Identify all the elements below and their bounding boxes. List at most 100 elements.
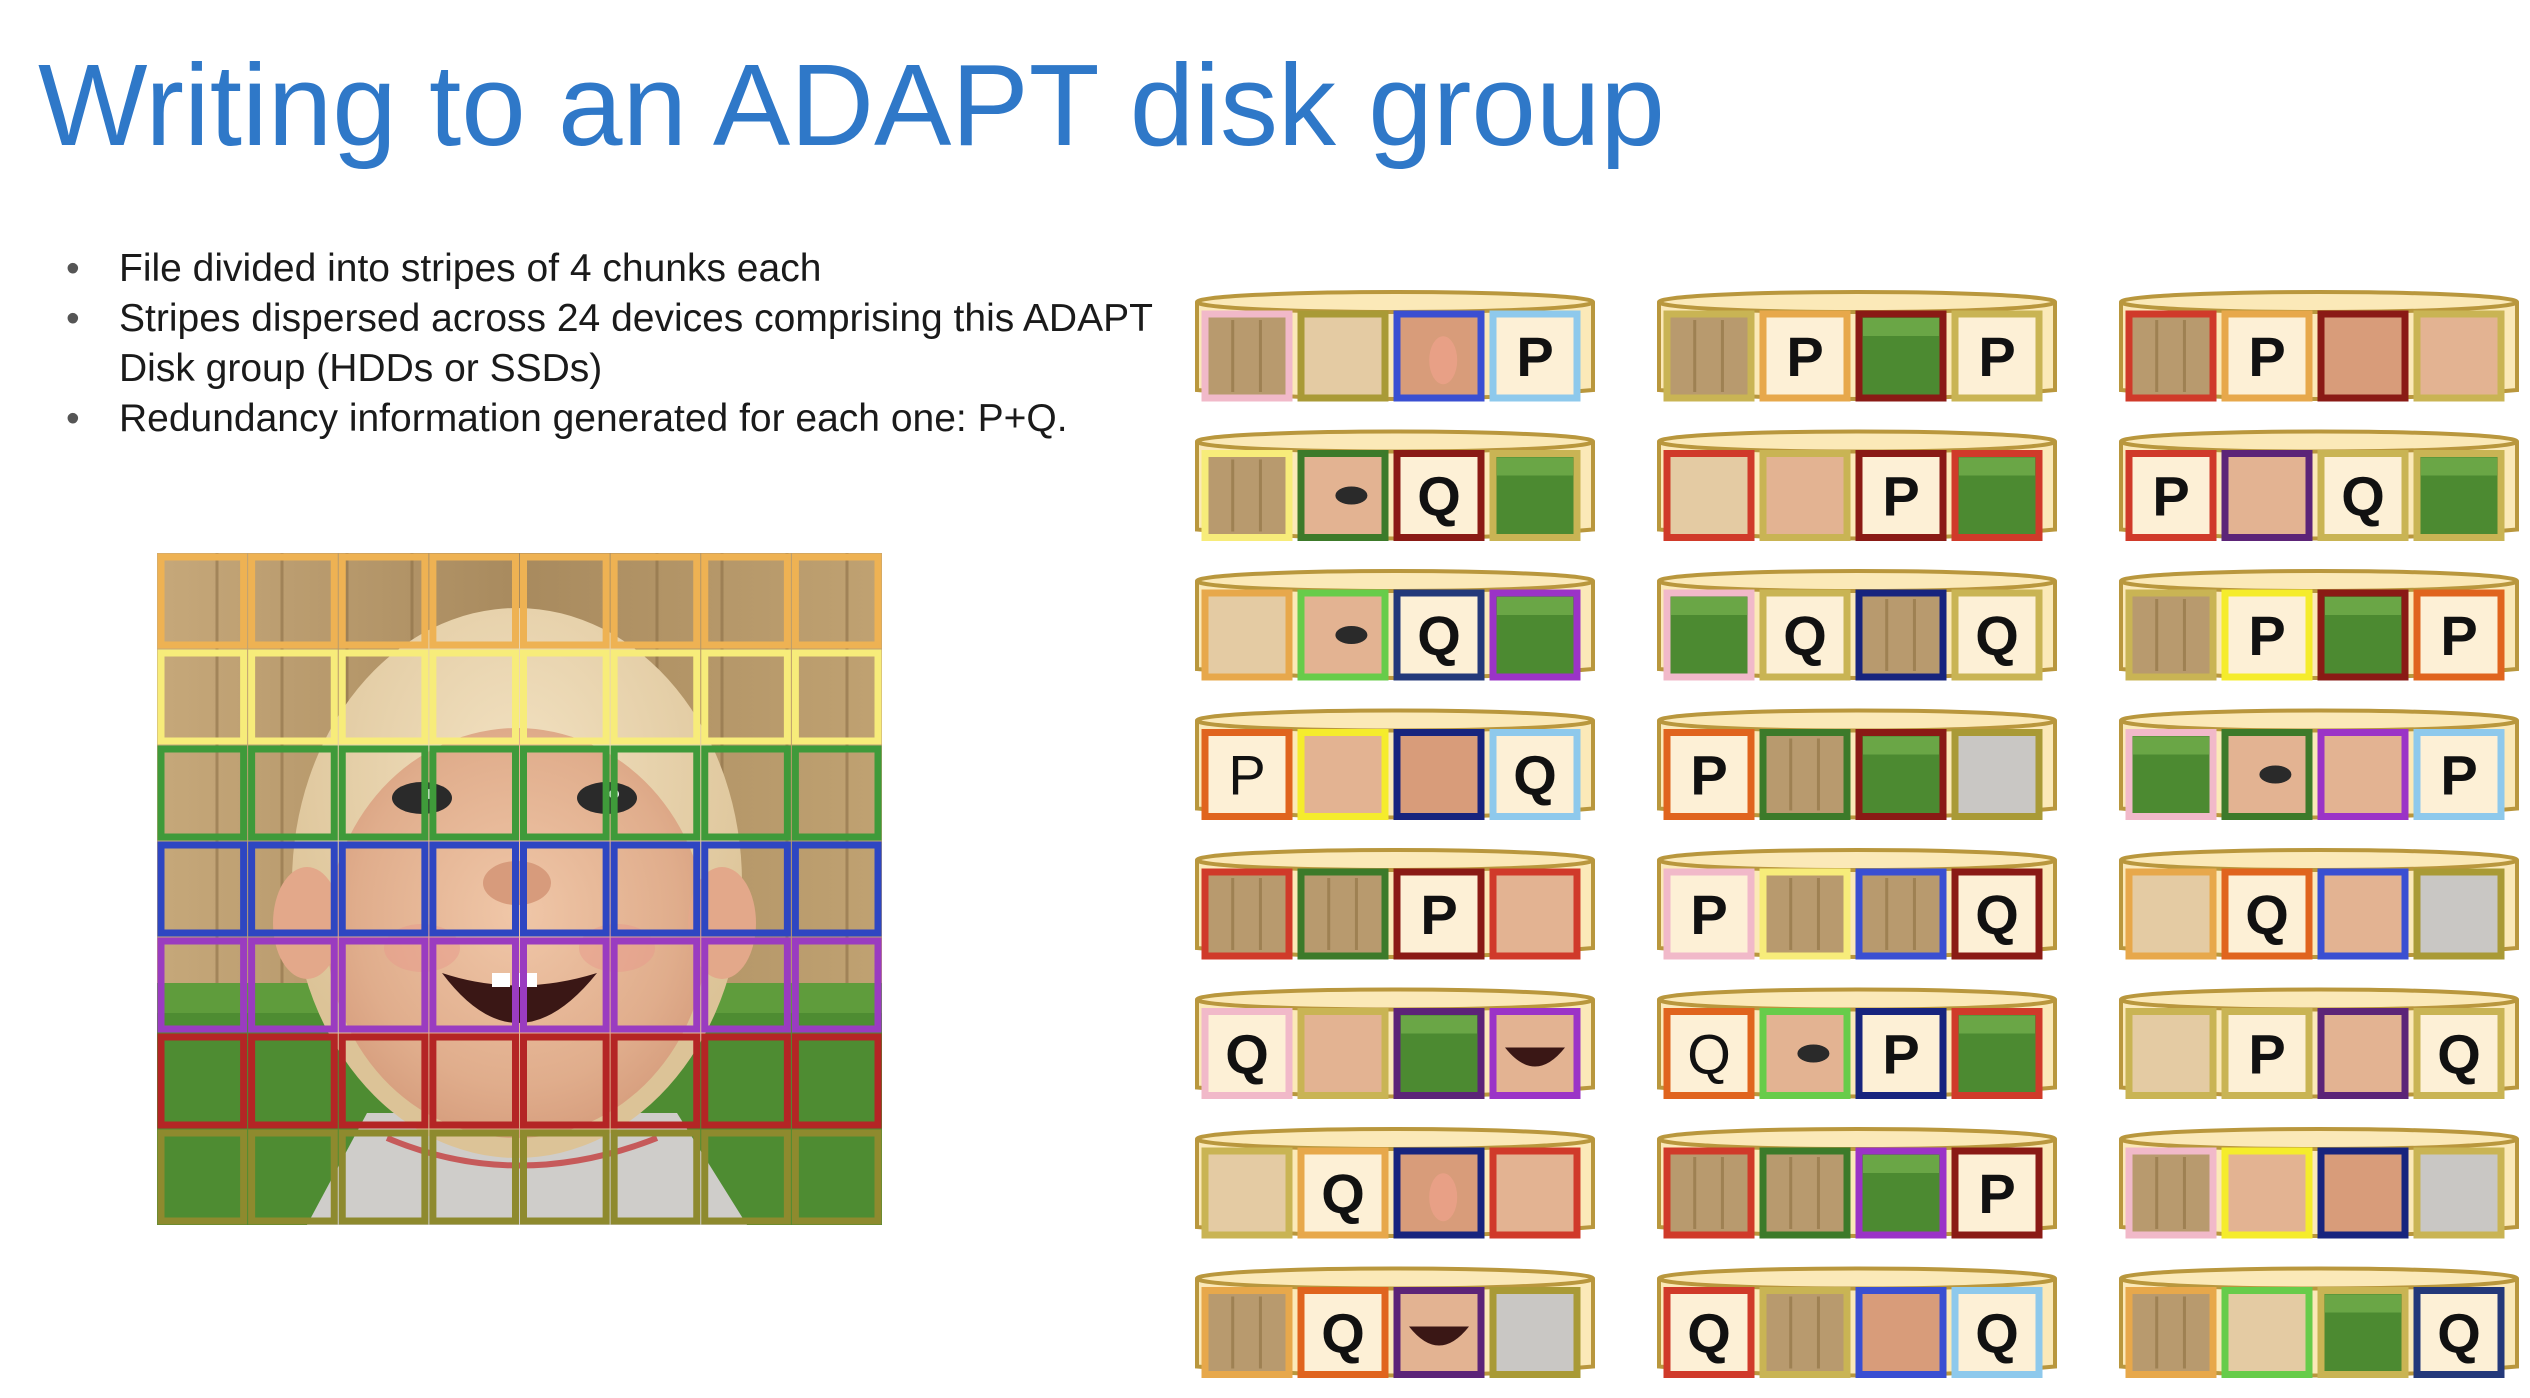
disk-top [2119, 1266, 2519, 1291]
data-chunk [1489, 868, 1581, 960]
stripe-chunk [520, 745, 610, 841]
parity-chunk [1663, 1008, 1755, 1099]
parity-chunk [1951, 310, 2043, 402]
parity-label: P [2248, 604, 2285, 667]
stripe-chunk [248, 1129, 338, 1225]
data-chunk [1663, 310, 1755, 402]
parity-chunk [2413, 1008, 2505, 1099]
disk-top [2119, 987, 2519, 1012]
parity-chunk [2221, 1008, 2313, 1099]
stripe-chunk [157, 1033, 248, 1129]
stripe-chunk [701, 1129, 791, 1225]
disk-top [2119, 1127, 2519, 1151]
disk-top [1657, 848, 2057, 872]
stripe-chunk [610, 1129, 701, 1225]
parity-chunk [1951, 1287, 2043, 1378]
stripe-chunk [429, 553, 519, 649]
stripe-chunk [610, 841, 701, 937]
data-chunk [1951, 729, 2043, 820]
grass-detail [1959, 457, 2035, 476]
disk-top [1195, 569, 1595, 593]
stripe-chunk [157, 553, 248, 649]
parity-chunk [1951, 1147, 2043, 1239]
data-chunk [1201, 310, 1293, 402]
parity-label: P [1690, 744, 1727, 807]
parity-chunk [1663, 729, 1755, 820]
stripe-chunk [520, 1129, 610, 1225]
stripe-chunk [791, 1129, 882, 1225]
parity-chunk [1297, 1147, 1389, 1239]
ear-detail [1429, 336, 1458, 385]
stripe-chunk [429, 937, 519, 1033]
disk-device: P [1657, 708, 2057, 820]
data-chunk [1759, 450, 1851, 541]
parity-label: P [1228, 744, 1265, 807]
disk-device [2119, 1127, 2519, 1239]
parity-chunk [2221, 310, 2313, 402]
parity-label: Q [1687, 1302, 1731, 1365]
parity-label: P [1786, 325, 1823, 388]
stripe-grid [157, 553, 882, 1225]
stripe-chunk [791, 745, 882, 841]
disk-device: P [2119, 290, 2519, 402]
stripe-chunk [429, 649, 519, 745]
parity-label: P [2440, 604, 2477, 667]
data-chunk [2125, 1287, 2217, 1378]
parity-chunk [1759, 589, 1851, 681]
parity-chunk [1855, 450, 1947, 541]
eye-detail [1335, 626, 1368, 644]
data-chunk [1297, 729, 1389, 820]
grass-detail [1959, 1015, 2035, 1034]
parity-chunk [1393, 868, 1485, 960]
disk-device: Q [1195, 987, 1595, 1099]
disk-top [1657, 290, 2057, 314]
grass-detail [2133, 736, 2209, 755]
parity-label: Q [1321, 1302, 1365, 1365]
disk-top [1657, 708, 2057, 733]
stripe-chunk [610, 553, 701, 649]
disk-top [2119, 848, 2519, 872]
disk-device: P [1657, 1127, 2057, 1239]
bullet-item: File divided into stripes of 4 chunks ea… [60, 244, 1180, 294]
stripe-chunk [791, 649, 882, 745]
disk-top [1657, 1266, 2057, 1291]
data-chunk [2413, 310, 2505, 402]
stripe-chunk [248, 841, 338, 937]
data-chunk [2413, 1147, 2505, 1239]
stripe-chunk [610, 937, 701, 1033]
stripe-chunk [157, 937, 248, 1033]
stripe-chunk [157, 1129, 248, 1225]
disk-top [1657, 1127, 2057, 1151]
parity-chunk [1951, 868, 2043, 960]
data-chunk [1489, 1287, 1581, 1378]
data-chunk [1297, 310, 1389, 402]
parity-chunk [1201, 1008, 1293, 1099]
disk-device: Q [1195, 1127, 1595, 1239]
data-chunk [1759, 868, 1851, 960]
stripe-chunk [338, 649, 429, 745]
parity-chunk [1855, 1008, 1947, 1099]
data-chunk [2317, 1147, 2409, 1239]
disk-device: Q [2119, 1266, 2519, 1378]
parity-label: P [1978, 325, 2015, 388]
parity-label: P [2248, 1023, 2285, 1086]
data-chunk [1855, 589, 1947, 681]
parity-label: Q [1783, 604, 1827, 667]
bullet-list: File divided into stripes of 4 chunks ea… [60, 244, 1180, 444]
parity-label: P [2248, 325, 2285, 388]
disk-device: Q [2119, 848, 2519, 960]
parity-chunk [2413, 1287, 2505, 1378]
mouth-detail [1505, 1047, 1565, 1067]
stripe-chunk [338, 553, 429, 649]
data-chunk [1489, 1147, 1581, 1239]
data-chunk [1297, 1008, 1389, 1099]
stripe-chunk [338, 841, 429, 937]
stripe-chunk [248, 649, 338, 745]
disk-device: P [1195, 848, 1595, 960]
stripe-chunk [157, 745, 248, 841]
data-chunk [2221, 1147, 2313, 1239]
data-chunk [1297, 868, 1389, 960]
